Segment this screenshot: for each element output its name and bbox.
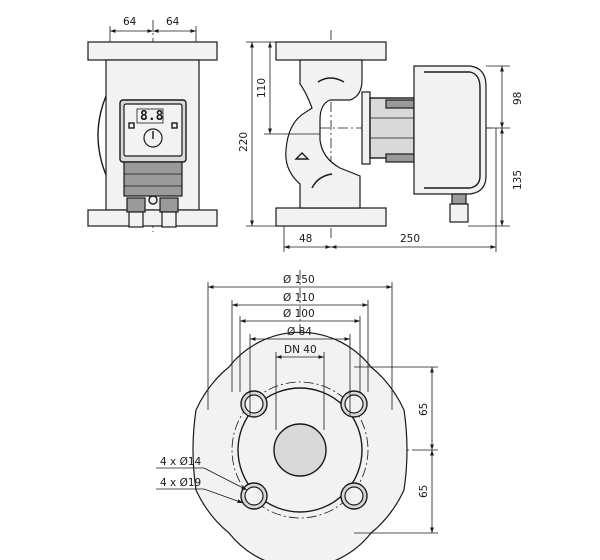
cable-gland-right <box>159 197 179 213</box>
motor-flange <box>361 91 371 165</box>
dim-top-height-label: 110 <box>256 78 268 98</box>
dim-front-left-label: 64 <box>123 16 137 28</box>
dim-half-top-label: 65 <box>418 403 430 416</box>
front-rotor-bulge <box>97 95 107 176</box>
dim-dia-110-label: Ø 110 <box>283 292 315 304</box>
leader-holes-small <box>203 467 248 491</box>
cable-gland-left-nut <box>128 211 144 228</box>
led-left <box>128 122 135 129</box>
volute-inner-bottom <box>311 173 333 189</box>
earth-screw <box>148 195 158 205</box>
bore <box>273 423 327 477</box>
dim-front-right-label: 64 <box>166 16 180 28</box>
side-view: 220 110 98 135 48 250 <box>238 30 524 252</box>
cable-gland-right-nut <box>161 211 177 228</box>
dim-module-top-label: 98 <box>512 92 524 105</box>
front-bottom-flange <box>87 209 218 227</box>
side-cable-gland <box>451 193 467 205</box>
dim-dn-40-label: DN 40 <box>284 344 317 356</box>
led-right <box>171 122 178 129</box>
bolt-circle <box>231 381 369 519</box>
dim-dia-150-label: Ø 150 <box>283 274 315 286</box>
arrow-up-icon <box>294 152 310 160</box>
module-cover-edge <box>424 71 481 189</box>
side-bottom-flange <box>275 207 387 227</box>
leader-holes-large <box>203 488 244 504</box>
volute-inner-top <box>317 77 345 83</box>
dim-dia-84-label: Ø 84 <box>287 326 312 338</box>
dim-dia-100-label: Ø 100 <box>283 308 315 320</box>
motor-fin-bottom <box>385 153 415 163</box>
holes-small-label: 4 x Ø14 <box>160 456 202 468</box>
side-cable-gland-nut <box>449 203 469 223</box>
display-readout: 8.8 <box>140 109 164 124</box>
terminal-box <box>123 161 183 197</box>
dim-module-bottom-label: 135 <box>512 170 524 190</box>
dim-flange-offset-label: 48 <box>299 233 312 245</box>
front-view: 8.8 64 64 <box>87 16 218 232</box>
electronic-module <box>413 65 487 195</box>
front-top-flange <box>87 41 218 61</box>
pump-volute <box>285 59 363 209</box>
dim-half-bottom-label: 65 <box>418 485 430 498</box>
flange-view: Ø 150 Ø 110 Ø 100 Ø 84 DN 40 65 65 4 x Ø… <box>156 270 438 560</box>
raised-face <box>237 387 363 513</box>
motor-fin-top <box>385 99 415 109</box>
cable-gland-left <box>126 197 146 213</box>
dim-total-height-label: 220 <box>238 132 250 152</box>
side-top-flange <box>275 41 387 61</box>
display-frame <box>136 108 164 124</box>
dim-length-label: 250 <box>400 233 420 245</box>
holes-large-label: 4 x Ø19 <box>160 477 201 489</box>
